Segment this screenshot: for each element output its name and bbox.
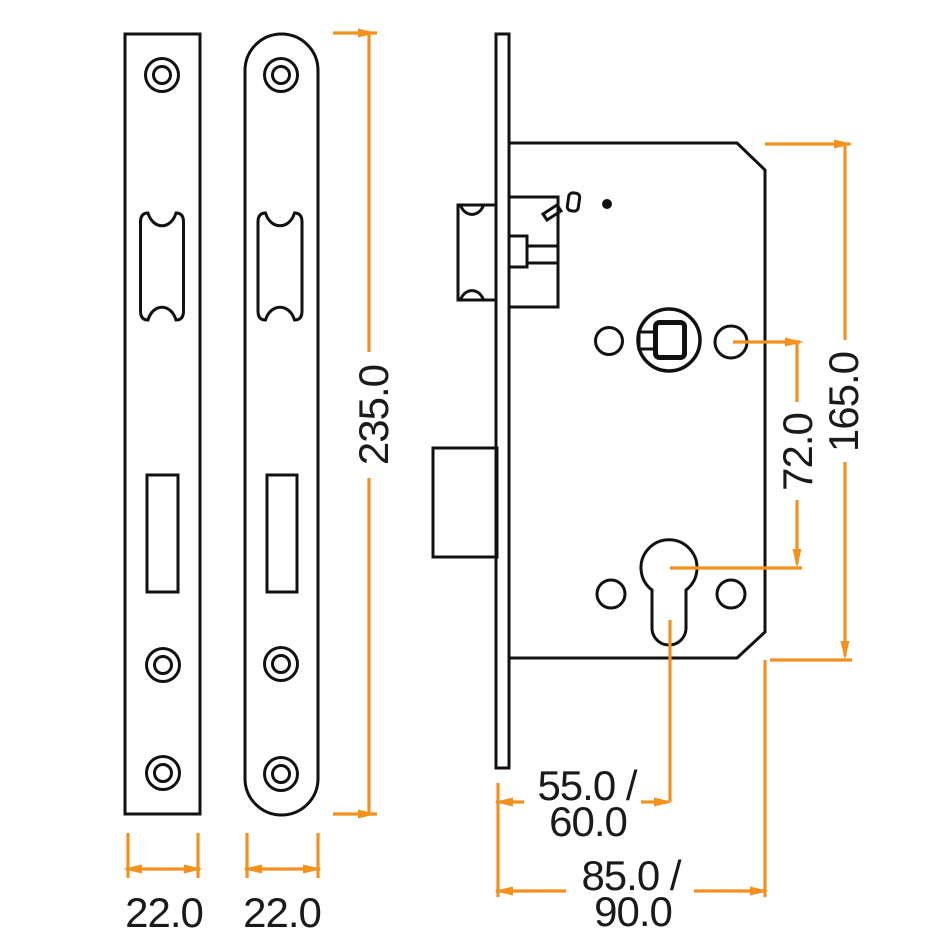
dimension-arrows-group xyxy=(123,28,853,896)
fixing-hole-bottom-left xyxy=(595,578,627,610)
arrow-72-top xyxy=(785,337,804,347)
arrow-22a-right xyxy=(184,864,203,874)
screw-hole-bottom-outer xyxy=(145,755,181,791)
dim-label-faceplate-radius-width: 22.0 xyxy=(243,889,321,936)
screw-hole-top-outer xyxy=(144,57,180,93)
spring-pin xyxy=(565,191,582,213)
spindle-side-tab xyxy=(637,330,658,351)
forend-strip xyxy=(494,32,511,770)
arrow-72-bottom xyxy=(792,549,802,568)
spindle-square-hole xyxy=(653,320,687,360)
arrow-depth-right xyxy=(750,886,769,896)
arrow-235-top xyxy=(358,28,377,38)
screw-hole-top-inner xyxy=(271,65,291,85)
dim-label-faceplate-square-width: 22.0 xyxy=(125,889,203,936)
dimension-labels-group: 235.0 22.0 22.0 72.0 165.0 55.0 / 60.0 8… xyxy=(125,352,867,936)
deadbolt-cutout xyxy=(265,473,299,594)
arrow-22b-right xyxy=(303,864,322,874)
deadbolt xyxy=(431,446,499,559)
arrow-165-bottom xyxy=(840,641,850,660)
latch-bevel-top-curve xyxy=(459,204,485,216)
spindle-follower-ring xyxy=(636,307,702,373)
screw-hole-top-inner xyxy=(152,65,172,85)
latch-bevel-bottom-curve xyxy=(459,289,485,301)
dim-label-backset-line1: 55.0 / xyxy=(537,762,637,809)
dim-label-backset-line2: 60.0 xyxy=(549,798,627,845)
latch-follower-block xyxy=(507,234,529,269)
arrow-depth-left xyxy=(494,886,513,896)
arrow-235-bottom xyxy=(358,809,377,819)
screw-hole-bottom-inner xyxy=(271,764,291,784)
dim-label-case-height: 165.0 xyxy=(820,352,867,452)
latch-cutout xyxy=(139,211,185,322)
screw-hole-bottom-outer xyxy=(263,756,299,792)
arrow-backset-left xyxy=(494,797,513,807)
fixing-hole-bottom-right xyxy=(715,578,747,610)
faceplate-square-body xyxy=(123,32,202,816)
screw-hole-top-outer xyxy=(263,57,299,93)
fixing-hole-left xyxy=(594,326,624,356)
latch-detent-lever xyxy=(540,202,564,223)
dim-label-case-depth-line1: 85.0 / xyxy=(581,852,681,899)
dim-label-case-depth-line2: 90.0 xyxy=(594,888,672,935)
arrow-22a-left xyxy=(123,864,142,874)
arrow-22b-left xyxy=(243,864,262,874)
screw-hole-mid-inner xyxy=(153,655,173,675)
faceplate-radius-view xyxy=(243,32,320,817)
case-outline xyxy=(507,141,767,660)
latch-bolt xyxy=(456,203,498,302)
pivot-dot xyxy=(602,199,612,209)
dim-label-faceplate-height: 235.0 xyxy=(350,365,397,465)
screw-hole-bottom-inner xyxy=(153,763,173,783)
lock-outline-group xyxy=(123,32,767,817)
screw-hole-mid-outer xyxy=(263,646,299,682)
screw-hole-mid-outer xyxy=(145,647,181,683)
deadbolt-cutout xyxy=(145,473,180,594)
lock-case-view xyxy=(431,32,767,770)
dim-label-centres: 72.0 xyxy=(774,413,821,491)
latch-housing xyxy=(507,195,560,309)
screw-hole-mid-inner xyxy=(271,654,291,674)
arrow-backset-right xyxy=(654,797,673,807)
arrow-165-top xyxy=(834,139,853,149)
latch-cutout xyxy=(256,211,304,322)
dimension-lines-group xyxy=(126,31,852,897)
faceplate-radius-body xyxy=(243,32,320,817)
faceplate-square-view xyxy=(123,32,202,816)
